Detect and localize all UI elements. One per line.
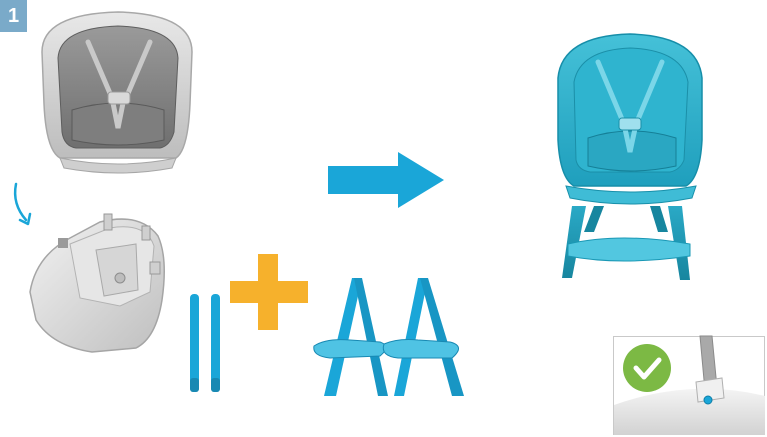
assembled-high-chair [558,34,702,280]
plus-icon [230,254,308,330]
curved-down-arrow-icon [15,184,30,224]
leg-frame-with-footrest [314,278,464,396]
seat-base-unit [30,214,164,352]
check-icon [623,344,671,392]
short-leg-tubes [190,294,220,392]
right-arrow-icon [328,152,444,208]
gray-seat-unit [42,12,192,173]
